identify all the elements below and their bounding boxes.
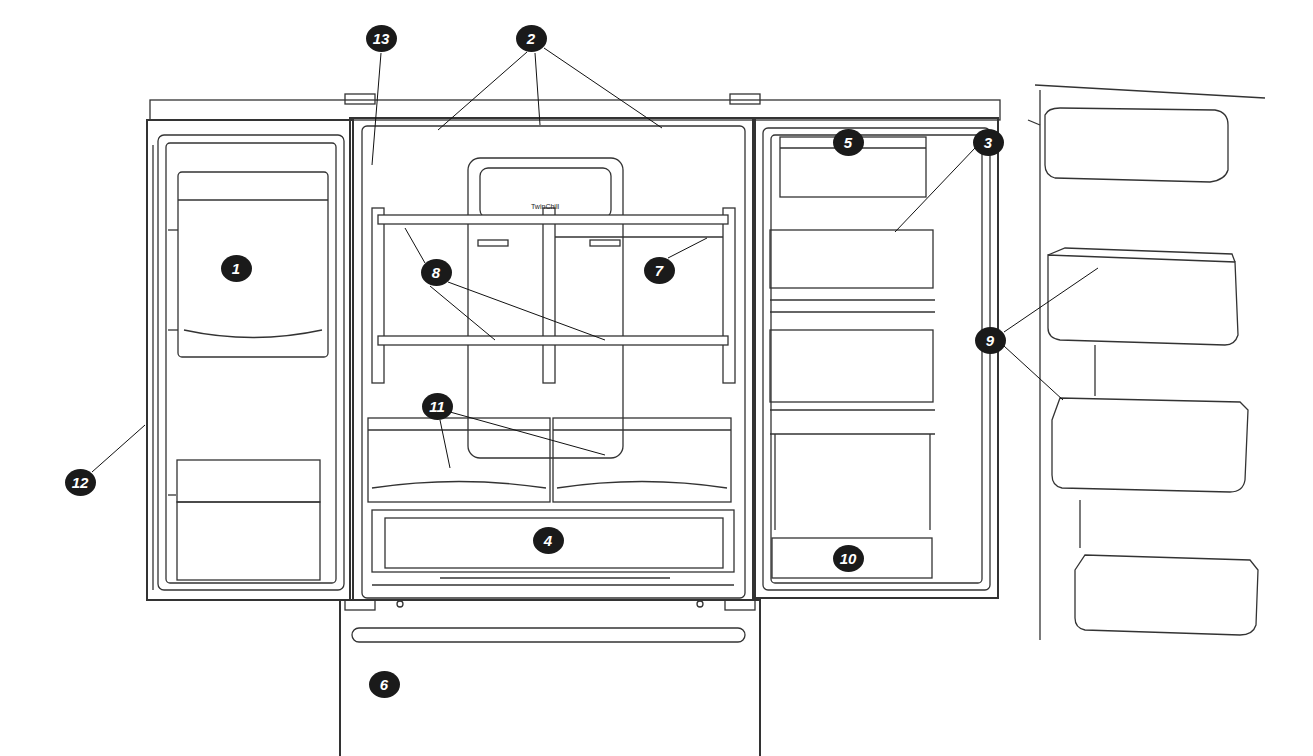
callout-number: 5 [833,129,864,156]
callout-number: 12 [65,469,96,496]
callout-number: 3 [973,129,1004,156]
brand-logo: TwinChill [531,203,559,211]
callout-number: 7 [644,257,675,284]
callout-number: 11 [422,393,453,420]
callout-number: 9 [975,327,1006,354]
callout-number: 6 [369,671,400,698]
callout-number: 13 [366,25,397,52]
callout-number: 1 [221,255,252,282]
callout-number: 2 [516,25,547,52]
callout-number: 10 [833,545,864,572]
callout-number: 4 [533,527,564,554]
callout-number: 8 [421,259,452,286]
